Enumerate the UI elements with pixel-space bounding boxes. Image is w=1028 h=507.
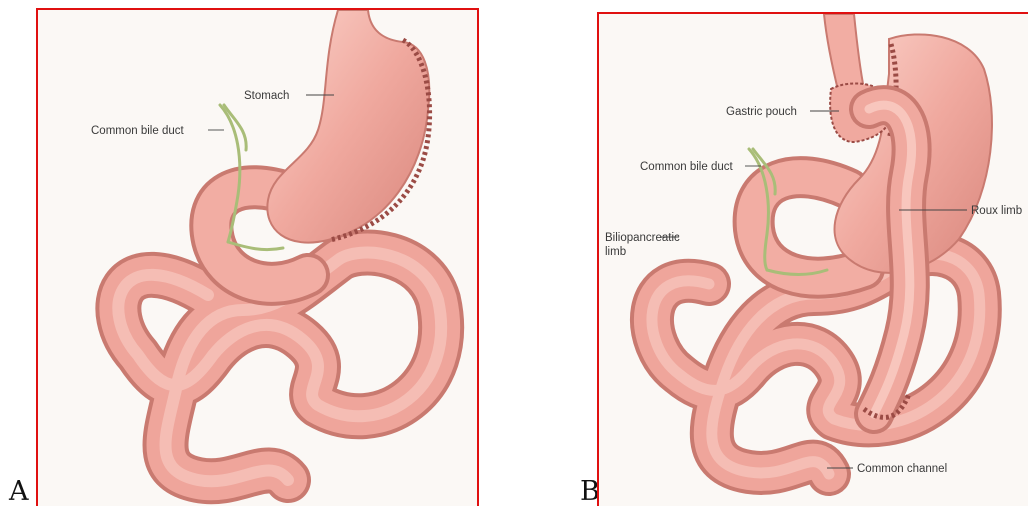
stomach	[267, 10, 429, 243]
panel-b-roux-en-y-anatomy: Gastric pouch Common bile duct Biliopanc…	[597, 12, 1028, 506]
label-biliopancreatic-limb-line1: Biliopancreatic	[605, 232, 680, 244]
panel-a-normal-anatomy: Stomach Common bile duct	[36, 8, 479, 506]
label-common-bile-duct-a: Common bile duct	[91, 125, 184, 137]
label-common-channel: Common channel	[857, 463, 947, 475]
label-common-bile-duct-b: Common bile duct	[640, 161, 733, 173]
label-stomach: Stomach	[244, 90, 289, 102]
panel-b-illustration: Gastric pouch Common bile duct Biliopanc…	[599, 14, 1028, 506]
label-biliopancreatic-limb-line2: limb	[605, 246, 626, 258]
label-roux-limb: Roux limb	[971, 205, 1022, 217]
panel-a-letter: A	[9, 478, 29, 505]
label-gastric-pouch: Gastric pouch	[726, 106, 797, 118]
esophagus	[824, 14, 864, 94]
panel-a-illustration: Stomach Common bile duct	[38, 10, 479, 506]
